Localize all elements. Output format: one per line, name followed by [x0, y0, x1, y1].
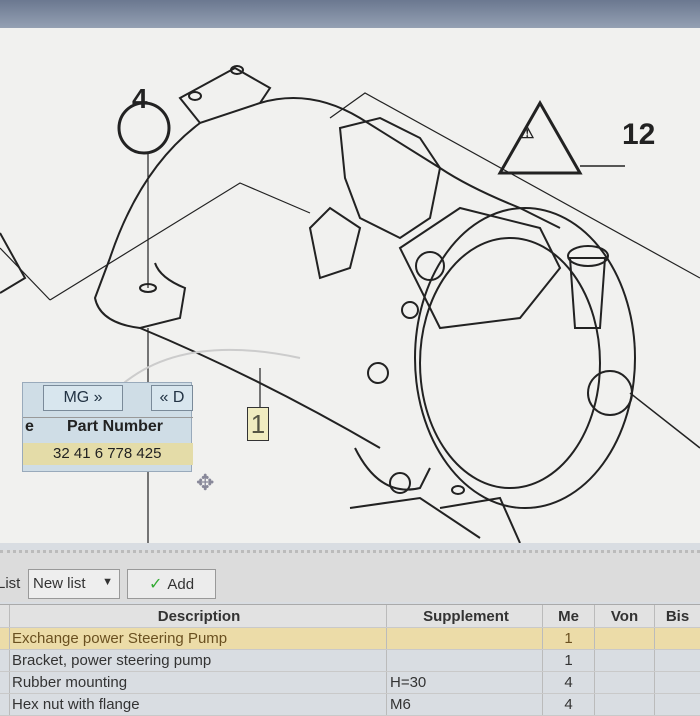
table-row[interactable]: Rubber mounting H=30 4	[0, 672, 700, 694]
callout-1[interactable]: 1	[247, 407, 269, 441]
add-button-label: Add	[167, 575, 195, 593]
chevron-down-icon: ▼	[102, 576, 113, 588]
cell-bis	[655, 628, 700, 649]
cell-me: 1	[543, 628, 595, 649]
part-number-value: 32 41 6 778 425	[53, 445, 162, 462]
warning-triangle-icon: ⚠	[520, 125, 535, 142]
screen-bezel	[0, 0, 700, 32]
column-header-prev: e	[25, 418, 34, 435]
cell-bis	[655, 694, 700, 715]
list-select-value: New list	[33, 575, 86, 592]
table-row[interactable]: Hex nut with flange M6 4	[0, 694, 700, 716]
cell-supplement	[387, 650, 543, 671]
part-number-tooltip: MG » « D e Part Number 32 41 6 778 425	[22, 382, 193, 472]
list-label: List	[0, 575, 21, 592]
add-button[interactable]: ✓ Add	[127, 569, 216, 599]
tab-previous[interactable]: « D	[151, 385, 193, 411]
pump-drawing	[0, 65, 700, 543]
part-number-header: e Part Number	[23, 417, 193, 441]
parts-table: Description Supplement Me Von Bis Exchan…	[0, 604, 700, 716]
column-supplement[interactable]: Supplement	[387, 605, 543, 627]
cell-me: 4	[543, 694, 595, 715]
cell-supplement: M6	[387, 694, 543, 715]
cell-supplement	[387, 628, 543, 649]
table-row[interactable]: Bracket, power steering pump 1	[0, 650, 700, 672]
cell-bis	[655, 650, 700, 671]
callout-12[interactable]: 12	[622, 118, 656, 151]
cell-bis	[655, 672, 700, 693]
cell-von	[595, 694, 655, 715]
cell-supplement: H=30	[387, 672, 543, 693]
cell-description: Rubber mounting	[10, 672, 387, 693]
column-me[interactable]: Me	[543, 605, 595, 627]
part-number-row[interactable]: 32 41 6 778 425	[23, 443, 193, 465]
column-von[interactable]: Von	[595, 605, 655, 627]
table-row[interactable]: Exchange power Steering Pump 1	[0, 628, 700, 650]
column-description[interactable]: Description	[10, 605, 387, 627]
cell-me: 4	[543, 672, 595, 693]
list-toolbar: List New list ▼ ✓ Add	[0, 550, 700, 602]
callout-4[interactable]: 4	[132, 83, 148, 114]
check-icon: ✓	[148, 576, 163, 593]
list-select[interactable]: New list ▼	[28, 569, 120, 599]
tab-mg[interactable]: MG »	[43, 385, 123, 411]
column-bis[interactable]: Bis	[665, 607, 690, 625]
cell-description: Hex nut with flange	[10, 694, 387, 715]
cell-von	[595, 628, 655, 649]
cell-description: Bracket, power steering pump	[10, 650, 387, 671]
cell-von	[595, 672, 655, 693]
cell-me: 1	[543, 650, 595, 671]
cell-von	[595, 650, 655, 671]
table-header: Description Supplement Me Von Bis	[0, 604, 700, 628]
column-header-part-number: Part Number	[67, 418, 164, 435]
move-cursor-icon: ✥	[196, 470, 215, 495]
cell-description: Exchange power Steering Pump	[10, 628, 387, 649]
